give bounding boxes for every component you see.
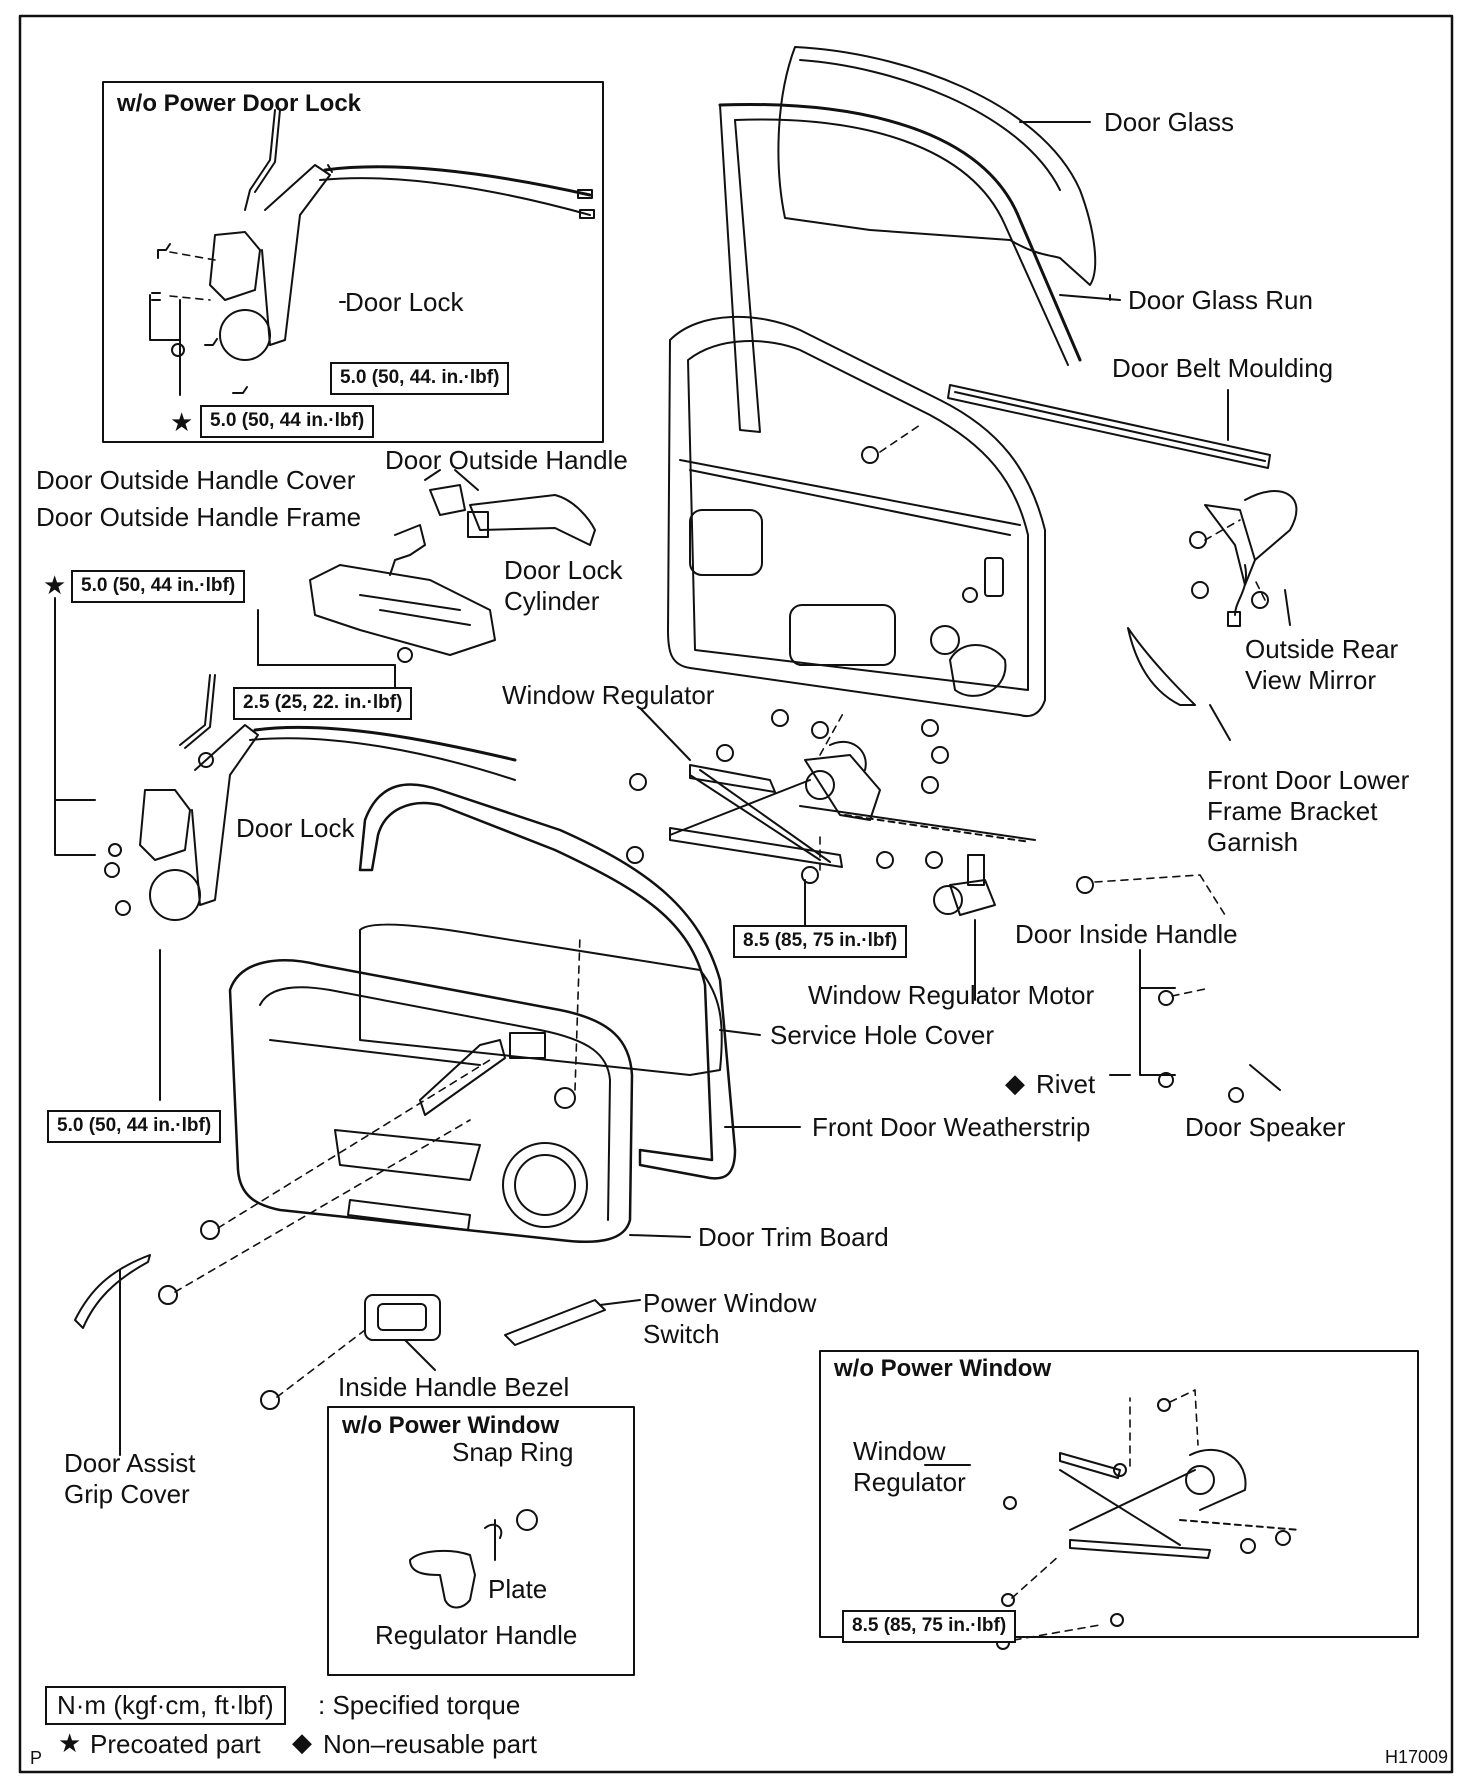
label-door-lock-cylinder: Door Lock Cylinder bbox=[504, 555, 623, 616]
precoated-star-icon: ★ bbox=[170, 407, 194, 437]
torque-lock-bottom: 5.0 (50, 44 in.·lbf) bbox=[47, 1110, 222, 1143]
label-plate: Plate bbox=[488, 1574, 548, 1604]
legend-nonreusable: Non–reusable part bbox=[323, 1729, 537, 1759]
door-shell bbox=[667, 315, 1046, 718]
outside-mirror bbox=[1204, 490, 1298, 627]
label-door-trim-board: Door Trim Board bbox=[698, 1222, 889, 1252]
label-door-glass: Door Glass bbox=[1104, 107, 1235, 137]
bolt-marks bbox=[104, 343, 1291, 1650]
door-lock-top bbox=[209, 109, 595, 361]
label-window-regulator-box: Window Regulator bbox=[853, 1436, 966, 1497]
outside-handle bbox=[429, 484, 596, 546]
legend-diamond-icon: ◆ bbox=[292, 1727, 312, 1757]
label-snap-ring: Snap Ring bbox=[452, 1437, 574, 1467]
door-glass bbox=[777, 46, 1097, 286]
torque-regulator-box: 8.5 (85, 75 in.·lbf) bbox=[842, 1610, 1017, 1643]
belt-moulding bbox=[947, 384, 1271, 469]
label-door-assist-grip-cover: Door Assist Grip Cover bbox=[64, 1448, 196, 1509]
label-inside-handle-bezel: Inside Handle Bezel bbox=[338, 1372, 570, 1402]
outside-handle-frame bbox=[309, 524, 496, 656]
label-door-belt-moulding: Door Belt Moulding bbox=[1112, 353, 1334, 383]
torque-lock-top-1: 5.0 (50, 44. in.·lbf) bbox=[330, 362, 510, 395]
label-door-speaker: Door Speaker bbox=[1185, 1112, 1346, 1142]
label-door-lock-top: Door Lock bbox=[345, 287, 464, 317]
power-window-regulator-box-title: w/o Power Window bbox=[834, 1355, 1052, 1382]
torque-regulator: 8.5 (85, 75 in.·lbf) bbox=[733, 925, 908, 958]
door-glass-run bbox=[718, 103, 1082, 433]
outer-frame bbox=[18, 14, 1454, 1774]
power-window-regulator-box bbox=[819, 1350, 1419, 1638]
power-lock-box-title: w/o Power Door Lock bbox=[117, 90, 362, 117]
torque-handle-frame: 5.0 (50, 44 in.·lbf) bbox=[71, 570, 246, 603]
legend-star-icon: ★ bbox=[58, 1728, 82, 1758]
label-door-outside-handle-cover: Door Outside Handle Cover bbox=[36, 465, 356, 495]
figure-code: H17009 bbox=[1385, 1747, 1449, 1767]
power-lock-box bbox=[102, 81, 604, 443]
window-regulator-motor bbox=[933, 854, 996, 916]
label-window-regulator-motor: Window Regulator Motor bbox=[808, 980, 1095, 1010]
inside-handle-bezel bbox=[364, 1294, 441, 1341]
front-door-weatherstrip bbox=[358, 783, 737, 1180]
label-front-door-weatherstrip: Front Door Weatherstrip bbox=[812, 1112, 1091, 1142]
regulator-handle-part bbox=[409, 1509, 538, 1609]
window-regulator bbox=[669, 740, 1036, 868]
precoated-star-icon-2: ★ bbox=[43, 570, 67, 600]
label-door-lock: Door Lock bbox=[236, 813, 355, 843]
window-regulator-box-part bbox=[1059, 1449, 1301, 1559]
label-door-outside-handle: Door Outside Handle bbox=[385, 445, 628, 475]
label-door-glass-run: Door Glass Run bbox=[1128, 285, 1313, 315]
assist-grip-cover bbox=[74, 1254, 151, 1329]
label-window-regulator: Window Regulator bbox=[502, 680, 715, 710]
torque-handle-frame-2: 2.5 (25, 22. in.·lbf) bbox=[233, 687, 413, 720]
power-window-handle-box bbox=[327, 1406, 635, 1676]
label-regulator-handle: Regulator Handle bbox=[375, 1620, 578, 1650]
legend-torque-unit: N·m (kgf·cm, ft·lbf) bbox=[45, 1686, 286, 1725]
label-outside-rear-view-mirror: Outside Rear View Mirror bbox=[1245, 634, 1399, 695]
label-door-outside-handle-frame: Door Outside Handle Frame bbox=[36, 502, 362, 532]
label-power-window-switch: Power Window Switch bbox=[643, 1288, 817, 1349]
top-screws bbox=[151, 243, 248, 394]
label-front-door-lower-frame-bracket-garnish: Front Door Lower Frame Bracket Garnish bbox=[1207, 765, 1410, 857]
corner-left-code: P bbox=[30, 1748, 43, 1768]
label-rivet: Rivet bbox=[1036, 1069, 1096, 1099]
lower-frame-garnish bbox=[1127, 627, 1196, 706]
legend-precoated: Precoated part bbox=[90, 1729, 261, 1759]
door-lock-bottom bbox=[139, 674, 517, 921]
service-hole-cover bbox=[359, 923, 723, 1076]
door-trim-board bbox=[228, 959, 634, 1244]
torque-lock-top-2: 5.0 (50, 44 in.·lbf) bbox=[200, 405, 375, 438]
power-window-switch bbox=[504, 1299, 606, 1346]
label-service-hole-cover: Service Hole Cover bbox=[770, 1020, 994, 1050]
label-door-inside-handle: Door Inside Handle bbox=[1015, 919, 1238, 949]
legend-specified-torque: : Specified torque bbox=[318, 1690, 521, 1720]
power-window-handle-box-title: w/o Power Window bbox=[342, 1412, 560, 1439]
rivet-diamond-icon: ◆ bbox=[1005, 1068, 1025, 1098]
